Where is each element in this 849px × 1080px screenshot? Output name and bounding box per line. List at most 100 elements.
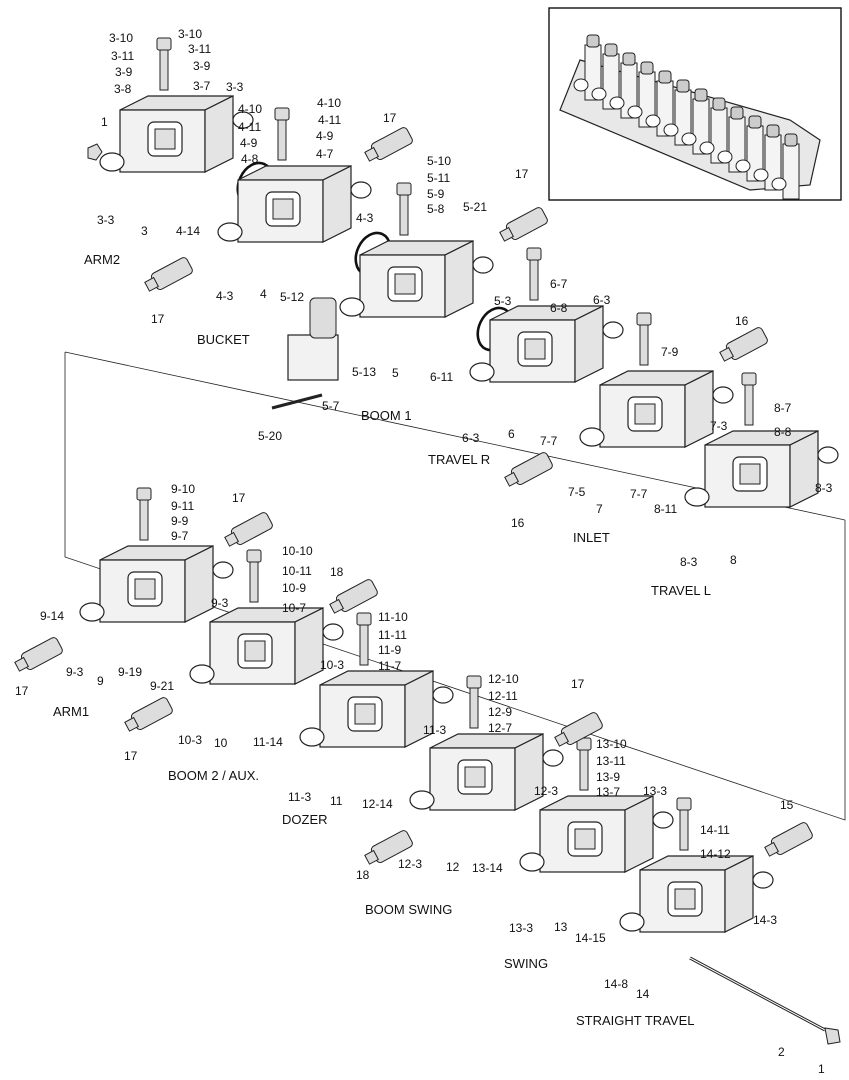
callout-4-3: 4-3 [216,289,234,303]
callout-9-3: 9-3 [211,596,229,610]
callout-17: 17 [151,312,165,326]
callout-5-3: 5-3 [494,294,512,308]
callout-12: 12 [446,860,460,874]
relief-valve [14,637,63,672]
callout-5-7: 5-7 [322,399,340,413]
callout-4: 4 [260,287,267,301]
callout-13-10: 13-10 [596,737,627,751]
callout-13: 13 [554,920,568,934]
callout-8-8: 8-8 [774,425,792,439]
callout-11-10: 11-10 [378,610,408,624]
callout-13-9: 13-9 [596,770,620,784]
callout-7-5: 7-5 [568,485,586,499]
assembled-valve-illustration [559,34,821,200]
callout-3: 3 [141,224,148,238]
callout-3-8: 3-8 [114,82,132,96]
callout-8-3: 8-3 [815,481,833,495]
boom1-section [339,182,514,352]
travel-r-section [469,247,644,417]
callout-4-14: 4-14 [176,224,200,238]
callout-3-9: 3-9 [115,65,133,79]
callout-11: 11 [330,794,343,808]
callout-6-7: 6-7 [550,277,568,291]
callout-7-7: 7-7 [540,434,558,448]
section-label-bucket: BUCKET [197,332,250,347]
callout-4-11: 4-11 [238,120,261,134]
relief-valve [499,207,548,242]
section-label-boom2-aux: BOOM 2 / AUX. [168,768,259,783]
callout-12-9: 12-9 [488,705,512,719]
travel-l-section [684,372,839,508]
callout-6: 6 [508,427,515,441]
callout-1: 1 [101,115,108,129]
relief-valve [364,830,413,865]
callout-3-3: 3-3 [226,80,244,94]
callout-3-10: 3-10 [109,31,133,45]
callout-6-11: 6-11 [430,370,453,384]
relief-valve [554,712,603,747]
callout-5-8: 5-8 [427,202,445,216]
inset-slice [681,88,710,155]
callout-18: 18 [330,565,344,579]
callout-6-3: 6-3 [462,431,480,445]
section-label-arm2: ARM2 [84,252,120,267]
callout-4-3: 4-3 [356,211,374,225]
callout-3-11: 3-11 [111,49,134,63]
callout-9-14: 9-14 [40,609,64,623]
callout-12-7: 12-7 [488,721,512,735]
callout-3-11: 3-11 [188,42,211,56]
callout-11-3: 11-3 [423,723,446,737]
callout-7-7: 7-7 [630,487,648,501]
callout-7-9: 7-9 [661,345,679,359]
callout-7-3: 7-3 [710,419,728,433]
callout-5-9: 5-9 [427,187,445,201]
callout-4-7: 4-7 [316,147,334,161]
inset-slice [591,43,620,110]
callout-17: 17 [124,749,138,763]
callout-14-12: 14-12 [700,847,731,861]
dozer-section [299,612,474,782]
inset-slice [609,52,638,119]
relief-valve [764,822,813,857]
inset-slice [717,106,746,173]
callout-4-11: 4-11 [318,113,341,127]
section-label-boom1: BOOM 1 [361,408,412,423]
callout-2: 2 [778,1045,785,1059]
callout-5-20: 5-20 [258,429,282,443]
callout-3-9: 3-9 [193,59,211,73]
callout-13-3: 13-3 [509,921,533,935]
callout-14-3: 14-3 [753,913,777,927]
section-label-travel-r: TRAVEL R [428,452,490,467]
inset-slice [627,61,656,128]
callout-11-3: 11-3 [288,790,311,804]
callout-9-7: 9-7 [171,529,189,543]
section-divider-frame [64,352,846,821]
callout-9-19: 9-19 [118,665,142,679]
inset-slice [663,79,692,146]
callout-13-14: 13-14 [472,861,503,875]
callout-9-3: 9-3 [66,665,84,679]
callout-5-12: 5-12 [280,290,304,304]
inset-slice [573,34,602,101]
callout-10-3: 10-3 [178,733,202,747]
relief-valve [364,127,413,162]
callout-14-11: 14-11 [700,823,730,837]
callout-14-8: 14-8 [604,977,628,991]
callout-6-8: 6-8 [550,301,568,315]
callout-10: 10 [214,736,228,750]
callout-8-7: 8-7 [774,401,792,415]
callout-11-7: 11-7 [378,659,401,673]
callout-9-21: 9-21 [150,679,174,693]
callout-4-10: 4-10 [317,96,341,110]
callout-9: 9 [97,674,104,688]
callout-16: 16 [511,516,525,530]
callout-16: 16 [735,314,749,328]
swing-section [519,737,694,907]
assembly-inset [548,7,842,201]
section-label-inlet: INLET [573,530,610,545]
callout-13-3: 13-3 [643,784,667,798]
callout-4-8: 4-8 [241,152,259,166]
callout-7: 7 [596,502,603,516]
inset-slice [735,115,764,182]
